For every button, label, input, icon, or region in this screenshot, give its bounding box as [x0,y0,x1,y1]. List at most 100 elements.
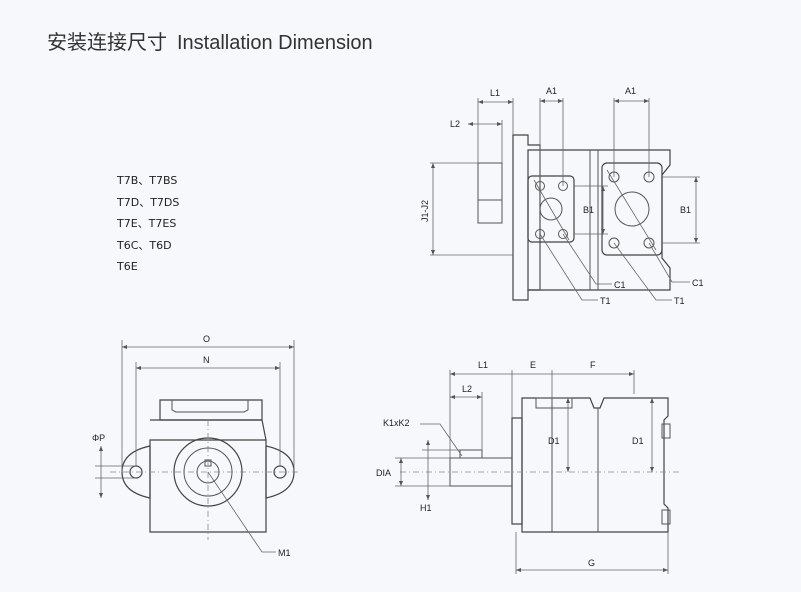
side-flange [511,417,523,525]
shaft-key [477,199,503,224]
front-body [149,439,267,533]
bottom-side-view: L1 E F L2 D1 D1 K1xK2 DIA H1 G [376,360,682,574]
port-1-bolt-hole [535,229,545,239]
arrowhead [663,568,668,572]
port-face-1 [527,175,575,243]
front-view: O N ΦP M1 [92,334,300,558]
leader-T1-left [539,233,598,301]
arrowhead [477,395,482,399]
arrowhead [426,440,430,445]
arrowhead [399,481,403,486]
label-C1-left: C1 [614,280,626,290]
arrowhead [450,372,455,376]
label-L1-bottom: L1 [478,360,488,370]
leader-C1-left [562,233,612,285]
port-2-bolt-hole [608,237,620,249]
model-item: T6C、T6D [117,238,172,252]
arrowhead [516,568,521,572]
arrowhead [275,366,280,370]
arrowhead [694,177,698,182]
arrowhead [399,458,403,463]
model-item: T7E、T7ES [117,217,177,230]
side-top-boss [535,397,573,409]
model-item: T7D、T7DS [117,195,180,209]
label-H1: H1 [420,503,432,513]
label-B1-right: B1 [680,205,691,215]
label-O: O [203,334,210,344]
leader-C1-right [648,242,690,283]
arrowhead [99,493,103,498]
arrowhead [650,467,654,472]
side-body-outline [521,397,669,533]
label-C1-right: C1 [692,278,704,288]
arrowhead [450,395,455,399]
arrowhead [289,345,294,349]
title-chinese: 安装连接尺寸 [47,30,167,54]
front-top-boss [159,399,263,421]
arrowhead [601,186,605,191]
dimension-arrowheads [99,99,698,572]
label-A1-left: A1 [546,86,557,96]
label-D1-left: D1 [548,436,560,446]
side-plug-bottom [661,509,671,525]
label-L2-top: L2 [450,119,460,129]
arrowhead [566,467,570,472]
label-T1-left: T1 [600,296,611,306]
label-M1: M1 [278,548,291,558]
label-D1-right: D1 [632,436,644,446]
label-E: E [530,360,536,370]
title-english: Installation Dimension [177,32,373,54]
leader-K1K2 [420,423,463,457]
arrowhead [426,495,430,500]
shaft-outline [477,162,503,224]
label-J1J2: J1-J2 [420,200,430,222]
label-T1-right: T1 [674,296,685,306]
arrowhead [614,99,619,103]
page-title: 安装连接尺寸 Installation Dimension [47,26,373,55]
model-item: T7B、T7BS [117,174,178,187]
label-N: N [203,355,210,365]
arrowhead [629,372,634,376]
port-face-2 [601,162,663,256]
arrowhead [566,398,570,403]
label-B1-left: B1 [583,205,594,215]
top-side-view: L1 L2 A1 A1 B1 B1 C1 C1 T1 T1 J1-J2 [420,86,704,306]
arrowhead [694,238,698,243]
model-list: T7B、T7BS T7D、T7DS T7E、T7ES T6C、T6D T6E [117,170,179,278]
arrowhead [650,398,654,403]
arrowhead [644,99,649,103]
model-item: T6E [117,260,138,273]
label-K1K2: K1xK2 [383,418,410,428]
arrowhead [497,122,502,126]
front-top-boss-inner [171,400,249,413]
arrowhead [478,100,483,104]
arrowhead [99,446,103,451]
shaft-key [459,449,483,459]
flange-outline [512,134,541,301]
port-1-diagonal [533,179,570,241]
arrowhead [601,229,605,234]
arrowhead [136,366,141,370]
arrowhead [540,99,545,103]
front-flange-left [121,445,151,499]
leader-T1-right [613,242,672,301]
arrowhead [468,122,473,126]
arrowhead [431,163,435,168]
label-F: F [590,360,596,370]
arrowhead [431,250,435,255]
label-A1-right: A1 [625,86,636,96]
front-shoulder [150,419,267,441]
label-L2-bottom: L2 [462,384,472,394]
side-plug-top [661,423,671,439]
label-DIA: DIA [376,468,391,478]
arrowhead [558,99,563,103]
arrowhead [122,345,127,349]
port-1-bore [539,197,563,221]
leader-M1 [207,471,276,553]
port-2-bore [614,191,650,227]
arrowhead [508,100,513,104]
port-2-diagonal [606,169,657,251]
label-L1-top: L1 [490,88,500,98]
